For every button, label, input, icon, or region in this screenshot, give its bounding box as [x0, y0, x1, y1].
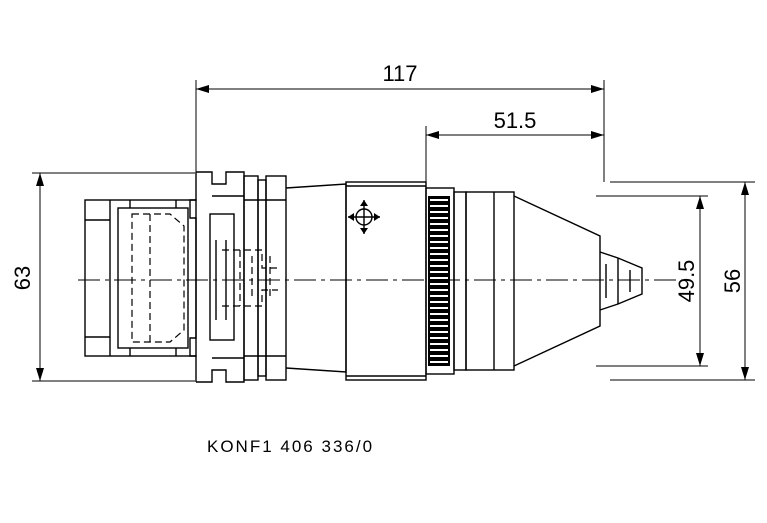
dimension-front-diameter: 56: [610, 181, 755, 381]
dimension-inner-diameter: 49.5: [596, 195, 708, 367]
dimension-overall-length: 117: [195, 61, 605, 182]
dimension-label-front-diameter: 56: [720, 269, 745, 293]
knurled-ring: [425, 187, 467, 375]
dimension-label-inner-diameter: 49.5: [674, 260, 699, 303]
mounting-flange: [196, 171, 287, 383]
front-housing: [285, 181, 427, 381]
part-code: KONF1 406 336/0: [207, 437, 374, 456]
dimension-label-front: 51.5: [494, 108, 537, 133]
rotation-symbol-icon: [348, 200, 380, 234]
dimension-label-height: 63: [10, 266, 35, 290]
dimension-body-height: 63: [10, 172, 195, 382]
front-head: [465, 191, 643, 371]
dimension-front-length: 51.5: [425, 108, 604, 186]
dimension-label-overall: 117: [382, 61, 417, 86]
contact-block: [84, 172, 197, 382]
